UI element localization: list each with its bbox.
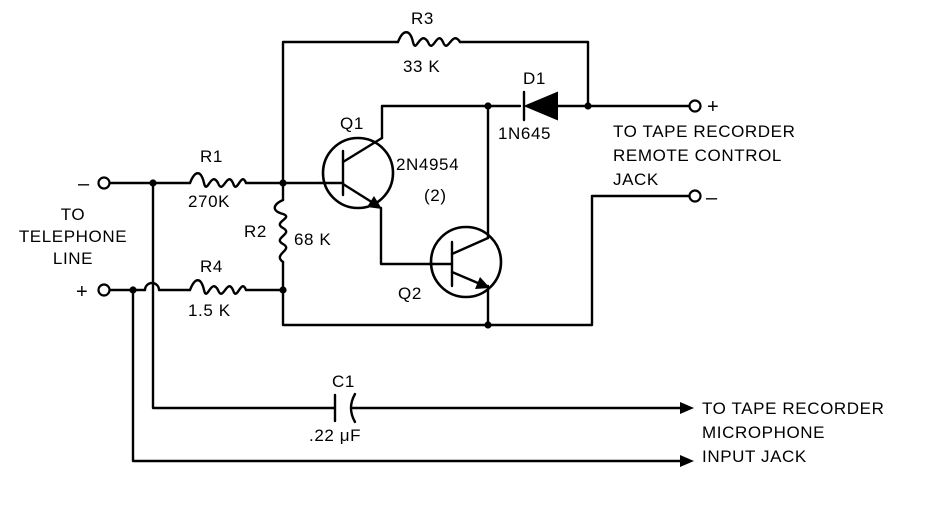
r1-resistor <box>188 172 248 188</box>
r4-resistor <box>188 279 248 295</box>
remote-plus-terminal[interactable] <box>688 99 702 113</box>
r3-label: R3 <box>411 9 434 28</box>
svg-text:TO TAPE RECORDER: TO TAPE RECORDER <box>702 399 884 418</box>
d1-part: 1N645 <box>498 124 551 143</box>
remote-minus-sign: – <box>706 187 718 209</box>
r1-value: 270K <box>188 192 230 211</box>
mic-signal-arrow <box>680 402 694 414</box>
transistor-part: 2N4954 <box>396 155 459 174</box>
d1-diode <box>522 90 590 122</box>
c1-value: .22 μF <box>309 426 361 445</box>
c1-capacitor <box>333 392 357 424</box>
q1-label: Q1 <box>340 114 364 133</box>
telephone-minus-sign: – <box>78 173 90 195</box>
remote-plus-sign: + <box>707 96 719 118</box>
mic-ground-arrow <box>680 455 694 467</box>
c1-label: C1 <box>332 372 355 391</box>
wires <box>108 40 692 463</box>
remote-minus-terminal[interactable] <box>688 189 702 203</box>
svg-text:LINE: LINE <box>53 249 93 268</box>
telephone-plus-sign: + <box>76 281 88 303</box>
svg-text:INPUT JACK: INPUT JACK <box>702 447 807 466</box>
svg-text:TO: TO <box>61 205 86 224</box>
telephone-line-label: TO TELEPHONE LINE <box>19 205 127 268</box>
transistor-count: (2) <box>424 186 447 205</box>
r4-value: 1.5 K <box>188 301 231 320</box>
r2-label: R2 <box>244 222 267 241</box>
r4-label: R4 <box>200 257 223 276</box>
telephone-minus-terminal[interactable] <box>97 176 111 190</box>
r2-resistor <box>273 198 288 264</box>
svg-text:MICROPHONE: MICROPHONE <box>702 423 825 442</box>
remote-jack-label: TO TAPE RECORDER REMOTE CONTROL JACK <box>613 122 795 189</box>
r3-value: 33 K <box>403 57 440 76</box>
r2-value: 68 K <box>294 230 331 249</box>
q2-label: Q2 <box>398 284 422 303</box>
r3-resistor <box>396 31 462 47</box>
svg-text:TO TAPE RECORDER: TO TAPE RECORDER <box>613 122 795 141</box>
q2-transistor <box>429 225 503 299</box>
r1-label: R1 <box>200 147 223 166</box>
d1-label: D1 <box>523 69 546 88</box>
q1-transistor <box>318 136 395 210</box>
mic-jack-label: TO TAPE RECORDER MICROPHONE INPUT JACK <box>702 399 884 466</box>
svg-text:TELEPHONE: TELEPHONE <box>19 227 127 246</box>
svg-text:REMOTE CONTROL: REMOTE CONTROL <box>613 146 782 165</box>
telephone-plus-terminal[interactable] <box>97 283 111 297</box>
svg-text:JACK: JACK <box>613 170 659 189</box>
